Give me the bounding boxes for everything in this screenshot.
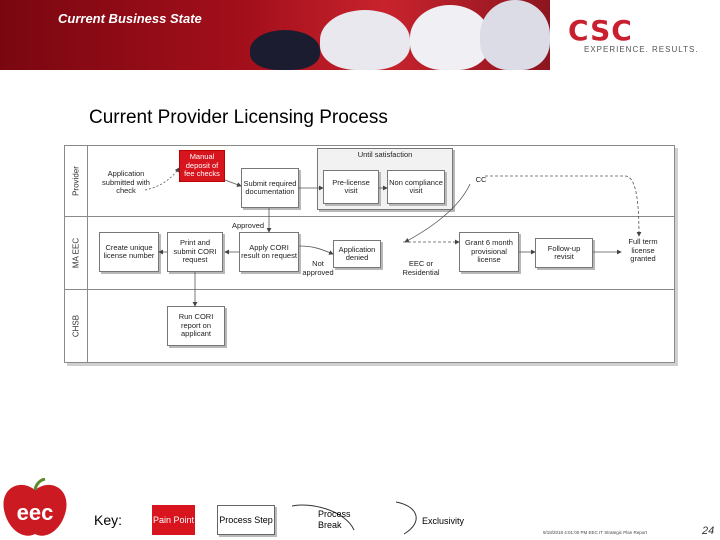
print-submit-cori-step: Print and submit CORI request <box>167 232 223 272</box>
not-approved-label: Not approved <box>302 259 334 277</box>
cyclist-image <box>410 5 490 70</box>
lane-divider <box>65 289 674 290</box>
cyclist-image <box>250 30 320 70</box>
connector <box>404 183 471 243</box>
page-title: Current Provider Licensing Process <box>89 107 388 128</box>
connector <box>298 245 334 255</box>
lane-divider <box>65 216 674 217</box>
banner-title: Current Business State <box>58 11 202 26</box>
eec-logo: eec <box>3 478 67 536</box>
submit-documentation-step: Submit required documentation <box>241 168 299 208</box>
connector <box>485 175 642 237</box>
approved-label: Approved <box>231 221 265 230</box>
key-process-step: Process Step <box>217 505 275 535</box>
page-number: 24 <box>702 525 715 537</box>
cyclist-image <box>480 0 550 70</box>
non-compliance-visit-step: Non compliance visit <box>387 170 445 204</box>
cyclist-image <box>320 10 410 70</box>
footer-note: 9/18/2018 4:01:00 PM EEC IT Strategic Pl… <box>543 530 647 535</box>
csc-logo: CSC <box>568 14 633 47</box>
apply-cori-step: Apply CORI result on request <box>239 232 299 272</box>
application-denied-step: Application denied <box>333 240 381 268</box>
connector <box>144 167 180 191</box>
pre-license-visit-step: Pre-license visit <box>323 170 379 204</box>
run-cori-step: Run CORI report on applicant <box>167 306 225 346</box>
key-exclusivity-shape <box>395 501 417 535</box>
group-label: Until satisfaction <box>357 150 413 159</box>
key-process-break-shape <box>291 504 355 531</box>
lane-label-provider: Provider <box>65 146 88 216</box>
key-process-break: Process Break <box>318 509 351 530</box>
lane-label-chsb: CHSB <box>65 290 88 362</box>
full-term-license-step: Full term license granted <box>628 237 658 263</box>
connector <box>224 179 242 187</box>
key-pain-point: Pain Point <box>152 505 195 535</box>
cc-label: CC <box>475 175 487 184</box>
grant-provisional-license-step: Grant 6 month provisional license <box>459 232 519 272</box>
header-banner <box>0 0 550 70</box>
eec-logo-text: eec <box>17 500 54 525</box>
process-connectors <box>144 167 642 307</box>
lane-label-ma-eec: MA EEC <box>65 217 88 289</box>
application-submitted-step: Application submitted with check <box>102 169 150 195</box>
key-exclusivity: Exclusivity <box>422 516 465 526</box>
logo-tagline: EXPERIENCE. RESULTS. <box>584 45 699 54</box>
eec-records-label: EEC or Residential <box>402 259 440 277</box>
manual-deposit-pain-point: Manual deposit of fee checks <box>179 150 225 182</box>
key-label: Key: <box>94 512 123 528</box>
swimlane-diagram: Provider MA EEC CHSB Until satisfaction … <box>64 145 675 363</box>
